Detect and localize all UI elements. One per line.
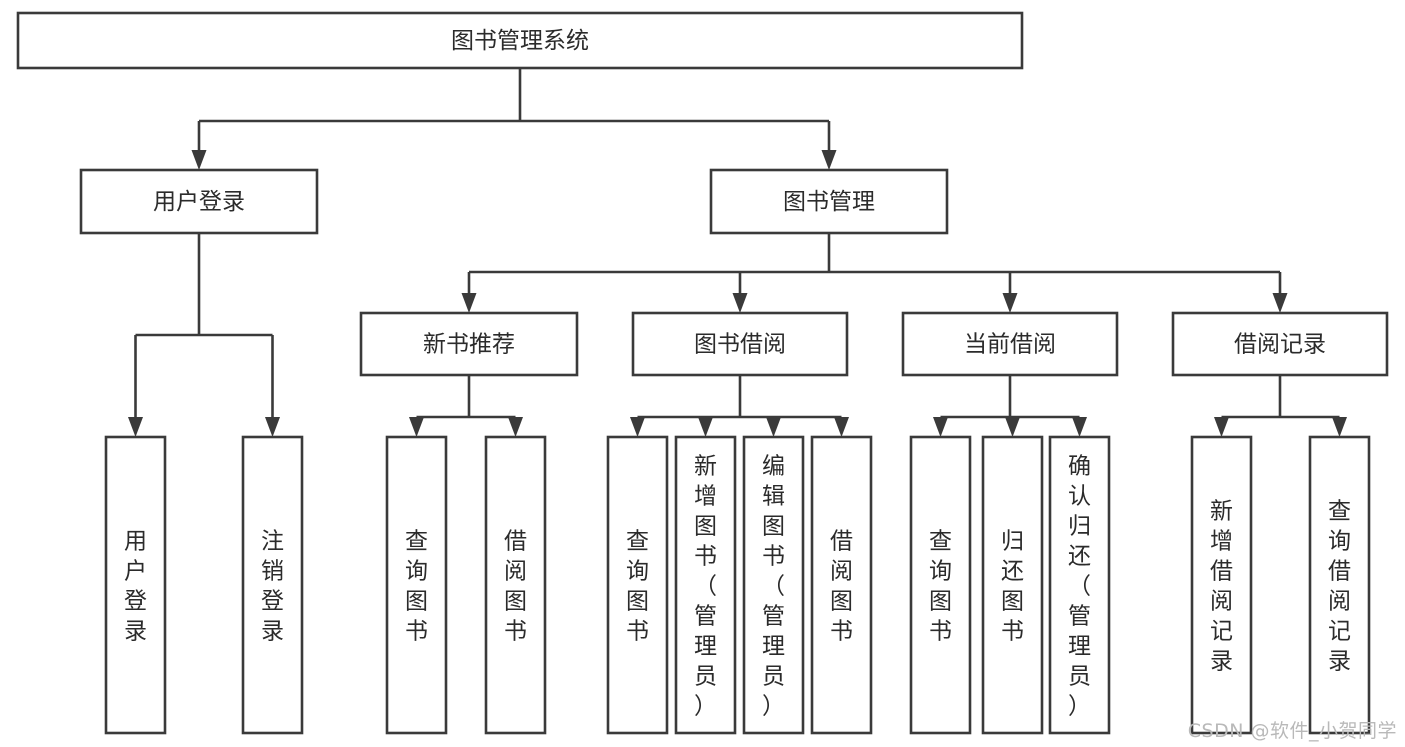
connector-layer xyxy=(128,68,1347,437)
node-l3-2[interactable]: 当前借阅 xyxy=(901,311,1119,377)
node-l3-0-box[interactable] xyxy=(359,311,579,377)
node-l3-2-label: 当前借阅 xyxy=(964,332,1056,358)
leaf-2-branch-1-arrowhead xyxy=(698,417,713,437)
node-leaf-0-box[interactable] xyxy=(104,435,167,735)
node-leaf-4[interactable]: 查询图书 xyxy=(606,435,669,735)
node-root-图书管理系统[interactable]: 图书管理系统 xyxy=(16,11,1024,70)
node-leaf-11-box[interactable] xyxy=(1190,435,1253,735)
node-l3-3-box[interactable] xyxy=(1171,311,1389,377)
node-l3-1[interactable]: 图书借阅 xyxy=(631,311,849,377)
node-l2-0-box[interactable] xyxy=(79,168,319,235)
node-leaf-10-label: 确认归还（管理员） xyxy=(1068,453,1091,719)
root-branch-1-arrowhead xyxy=(821,150,837,170)
node-l2-0-label: 用户登录 xyxy=(153,189,245,215)
node-leaf-11[interactable]: 新增借阅记录 xyxy=(1190,435,1253,735)
node-leaf-1[interactable]: 注销登录 xyxy=(241,435,304,735)
leaf-3-branch-1-arrowhead xyxy=(1005,417,1020,437)
node-leaf-7-label: 借阅图书 xyxy=(830,528,853,644)
node-leaf-3-label: 借阅图书 xyxy=(504,528,527,644)
node-leaf-12-label: 查询借阅记录 xyxy=(1328,498,1351,674)
node-l2-1[interactable]: 图书管理 xyxy=(709,168,949,235)
leaf-0-branch-0-arrowhead xyxy=(128,417,143,437)
book-mgmt-branch-3-arrowhead xyxy=(1272,293,1288,313)
book-mgmt-branch-0-arrowhead xyxy=(461,293,477,313)
node-leaf-12-box[interactable] xyxy=(1308,435,1371,735)
node-leaf-2-label: 查询图书 xyxy=(405,528,428,644)
node-leaf-0[interactable]: 用户登录 xyxy=(104,435,167,735)
csdn-watermark: CSDN @软件_小贺同学 xyxy=(1187,720,1397,742)
node-leaf-3[interactable]: 借阅图书 xyxy=(484,435,547,735)
node-leaf-9-label: 归还图书 xyxy=(1001,528,1024,644)
leaf-3-branch-0-arrowhead xyxy=(933,417,948,437)
node-root-图书管理系统-box[interactable] xyxy=(16,11,1024,70)
node-leaf-6-box[interactable] xyxy=(742,435,805,735)
node-leaf-3-box[interactable] xyxy=(484,435,547,735)
node-leaf-0-label: 用户登录 xyxy=(124,528,147,644)
node-root-图书管理系统-label: 图书管理系统 xyxy=(451,28,589,54)
node-leaf-5[interactable]: 新增图书（管理员） xyxy=(674,435,737,735)
node-leaf-1-box[interactable] xyxy=(241,435,304,735)
node-l2-0[interactable]: 用户登录 xyxy=(79,168,319,235)
node-leaf-6-label: 编辑图书（管理员） xyxy=(762,453,785,719)
node-leaf-11-label: 新增借阅记录 xyxy=(1210,498,1233,674)
leaf-1-branch-0-arrowhead xyxy=(409,417,424,437)
leaf-4-branch-0-arrowhead xyxy=(1214,417,1229,437)
root-branch-0-arrowhead xyxy=(191,150,207,170)
node-l3-3[interactable]: 借阅记录 xyxy=(1171,311,1389,377)
node-leaf-5-box[interactable] xyxy=(674,435,737,735)
node-leaf-8-box[interactable] xyxy=(909,435,972,735)
node-leaf-12[interactable]: 查询借阅记录 xyxy=(1308,435,1371,735)
node-l2-1-label: 图书管理 xyxy=(783,189,875,215)
node-leaf-4-label: 查询图书 xyxy=(626,528,649,644)
node-leaf-8-label: 查询图书 xyxy=(929,528,952,644)
node-leaf-10[interactable]: 确认归还（管理员） xyxy=(1048,435,1111,735)
node-l2-1-box[interactable] xyxy=(709,168,949,235)
node-leaf-6[interactable]: 编辑图书（管理员） xyxy=(742,435,805,735)
leaf-1-branch-1-arrowhead xyxy=(508,417,523,437)
node-l3-1-box[interactable] xyxy=(631,311,849,377)
node-leaf-7-box[interactable] xyxy=(810,435,873,735)
node-leaf-9-box[interactable] xyxy=(981,435,1044,735)
node-layer: 图书管理系统用户登录图书管理新书推荐图书借阅当前借阅借阅记录用户登录注销登录查询… xyxy=(16,11,1389,735)
node-leaf-5-label: 新增图书（管理员） xyxy=(694,453,717,719)
node-leaf-7[interactable]: 借阅图书 xyxy=(810,435,873,735)
leaf-3-branch-2-arrowhead xyxy=(1072,417,1087,437)
node-l3-3-label: 借阅记录 xyxy=(1234,332,1326,358)
node-l3-2-box[interactable] xyxy=(901,311,1119,377)
node-leaf-2-box[interactable] xyxy=(385,435,448,735)
node-l3-1-label: 图书借阅 xyxy=(694,332,786,358)
leaf-2-branch-0-arrowhead xyxy=(630,417,645,437)
book-mgmt-branch-1-arrowhead xyxy=(732,293,748,313)
node-l3-0-label: 新书推荐 xyxy=(423,332,515,358)
node-leaf-8[interactable]: 查询图书 xyxy=(909,435,972,735)
node-l3-0[interactable]: 新书推荐 xyxy=(359,311,579,377)
node-leaf-9[interactable]: 归还图书 xyxy=(981,435,1044,735)
node-leaf-1-label: 注销登录 xyxy=(261,528,284,644)
leaf-2-branch-3-arrowhead xyxy=(834,417,849,437)
node-leaf-10-box[interactable] xyxy=(1048,435,1111,735)
leaf-2-branch-2-arrowhead xyxy=(766,417,781,437)
node-leaf-4-box[interactable] xyxy=(606,435,669,735)
node-leaf-2[interactable]: 查询图书 xyxy=(385,435,448,735)
leaf-4-branch-1-arrowhead xyxy=(1332,417,1347,437)
leaf-0-branch-1-arrowhead xyxy=(265,417,280,437)
book-mgmt-branch-2-arrowhead xyxy=(1002,293,1018,313)
